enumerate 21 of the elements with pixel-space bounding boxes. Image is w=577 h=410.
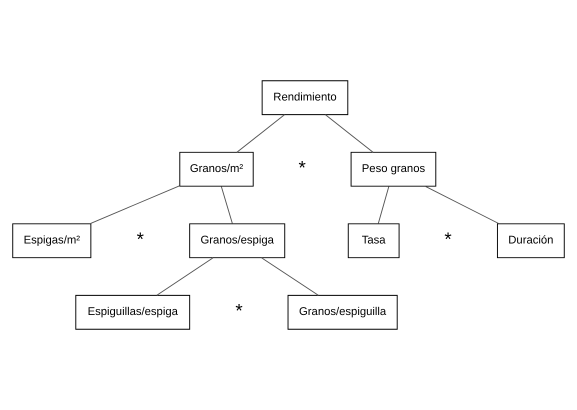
connector xyxy=(261,257,319,296)
node-box: Espiguillas/espiga xyxy=(75,294,190,330)
connector xyxy=(236,114,285,153)
label: * xyxy=(235,300,243,321)
connector xyxy=(378,186,390,224)
connector xyxy=(220,186,233,224)
connector xyxy=(325,114,374,153)
connector xyxy=(89,185,180,224)
label: * xyxy=(444,228,452,250)
node-box: Peso granos xyxy=(350,152,436,187)
node-box: Rendimiento xyxy=(262,80,348,116)
label: * xyxy=(136,228,144,250)
label: * xyxy=(298,156,306,178)
node-box: Granos/espiguilla xyxy=(288,294,398,330)
node-box: Espigas/m² xyxy=(12,223,92,258)
node-box: Duración xyxy=(496,223,565,258)
connector xyxy=(424,186,500,224)
node-box: Granos/espiga xyxy=(189,223,286,258)
node-box: Tasa xyxy=(348,223,400,258)
node-box: Granos/m² xyxy=(179,152,254,187)
connector xyxy=(156,257,214,296)
